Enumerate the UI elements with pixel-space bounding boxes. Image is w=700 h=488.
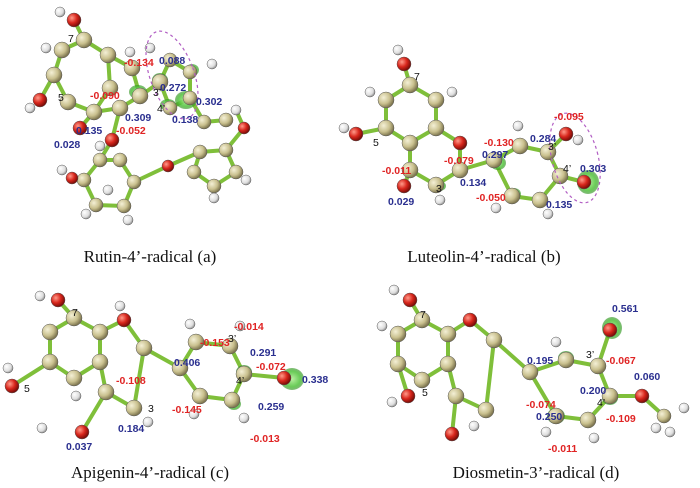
- panel-a-position-3p: 3’: [153, 87, 161, 99]
- panel-a-spin-6: 0.309: [125, 112, 151, 124]
- panel-c-spin-3: 0.291: [250, 347, 276, 359]
- panel-d-position-7: 7: [420, 309, 426, 321]
- panel-c-spin-4: 0.406: [174, 357, 200, 369]
- panel-c-position-3: 3: [148, 403, 154, 415]
- panel-c-atoms: [2, 290, 292, 440]
- panel-d-diosmetin: 7 5 3’ 4’ 0.561 0.195 -0.067 0.060 0.200…: [376, 284, 690, 482]
- panel-d-spin-4: 0.060: [634, 371, 660, 383]
- panel-d-spin-3: -0.067: [606, 355, 636, 367]
- panel-b-position-5: 5: [373, 137, 379, 149]
- panel-b-position-3: 3: [436, 183, 442, 195]
- panel-b-spin-9: 0.029: [388, 196, 414, 208]
- panel-c-caption: Apigenin-4’-radical (c): [71, 463, 229, 482]
- panel-b-caption: Luteolin-4’-radical (b): [407, 247, 560, 266]
- panel-b-luteolin: 7 5 3 3’ 4’ -0.095 0.284 -0.130 0.297 -0…: [338, 44, 606, 266]
- panel-c-spin-9: 0.259: [258, 401, 284, 413]
- panel-a-spin-5: -0.090: [90, 90, 120, 102]
- panel-c-spin-11: 0.037: [66, 441, 92, 453]
- panel-b-position-3p: 3’: [548, 141, 556, 153]
- panel-a-spin-9: 0.135: [76, 125, 102, 137]
- panel-a-rutin: 7 5 3’ 4’ -0.134 0.088 0.272 0.302 -0.09…: [24, 6, 252, 266]
- panel-d-caption: Diosmetin-3’-radical (d): [453, 463, 620, 482]
- panel-b-spin-5: -0.079: [444, 155, 474, 167]
- panel-b-position-4p: 4’: [563, 163, 571, 175]
- panel-a-spin-10: 0.028: [54, 139, 80, 151]
- panel-b-atoms: [338, 44, 592, 220]
- panel-a-spin-4: 0.302: [196, 96, 222, 108]
- panel-b-highlight-oval: [549, 112, 601, 204]
- panel-c-spin-2: -0.153: [200, 337, 230, 349]
- panel-d-position-5: 5: [422, 387, 428, 399]
- panel-c-position-5: 5: [24, 383, 30, 395]
- panel-b-position-7: 7: [414, 71, 420, 83]
- panel-d-spin-9: -0.011: [548, 443, 577, 455]
- panel-c-apigenin: 7 5 3 3’ 4’ -0.014 -0.153 0.291 0.406 -0…: [2, 290, 328, 482]
- panel-b-spin-6: 0.303: [580, 163, 606, 175]
- panel-c-position-4p: 4’: [236, 375, 244, 387]
- panel-a-spin-1: -0.134: [124, 57, 154, 69]
- panel-b-spin-2: 0.284: [530, 133, 556, 145]
- panel-d-spin-2: 0.195: [527, 355, 553, 367]
- panel-d-spin-5: 0.200: [580, 385, 606, 397]
- panel-a-highlight-oval: [145, 30, 199, 120]
- panel-b-spin-10: -0.050: [476, 192, 506, 204]
- panel-a-spin-8: 0.138: [172, 114, 198, 126]
- panel-c-spin-1: -0.014: [234, 321, 264, 333]
- panel-a-spin-7: -0.052: [116, 125, 146, 137]
- panel-b-spin-11: 0.135: [546, 199, 572, 211]
- panel-d-spin-1: 0.561: [612, 303, 638, 315]
- panel-b-spin-1: -0.095: [554, 111, 584, 123]
- panel-c-spin-8: -0.145: [172, 404, 202, 416]
- panel-b-spin-4: 0.297: [482, 149, 508, 161]
- panel-c-spin-12: -0.013: [250, 433, 280, 445]
- panel-d-spin-8: -0.109: [606, 413, 636, 425]
- panel-a-position-4p: 4’: [157, 103, 165, 115]
- panel-a-position-7: 7: [68, 33, 74, 45]
- panel-a-position-5: 5: [58, 92, 64, 104]
- panel-d-spin-6: -0.074: [526, 399, 556, 411]
- panel-b-spin-8: 0.134: [460, 177, 486, 189]
- panel-d-spin-7: 0.250: [536, 411, 562, 423]
- panel-a-spin-2: 0.088: [159, 55, 185, 67]
- panel-c-spin-5: -0.108: [116, 375, 146, 387]
- panel-c-spin-6: -0.072: [256, 361, 286, 373]
- panel-a-spin-3: 0.272: [160, 82, 186, 94]
- panel-a-caption: Rutin-4’-radical (a): [84, 247, 217, 266]
- panel-c-position-3p: 3’: [228, 333, 236, 345]
- panel-d-position-3p: 3’: [586, 349, 594, 361]
- panel-b-spin-3: -0.130: [484, 137, 514, 149]
- panel-c-spin-10: 0.184: [118, 423, 144, 435]
- panel-d-position-4p: 4’: [597, 397, 605, 409]
- panel-c-position-7: 7: [72, 307, 78, 319]
- panel-a-atoms: [24, 6, 252, 226]
- panel-b-spin-7: -0.011: [382, 165, 411, 177]
- panel-c-spin-7: 0.338: [302, 374, 328, 386]
- panel-d-atoms: [376, 284, 690, 444]
